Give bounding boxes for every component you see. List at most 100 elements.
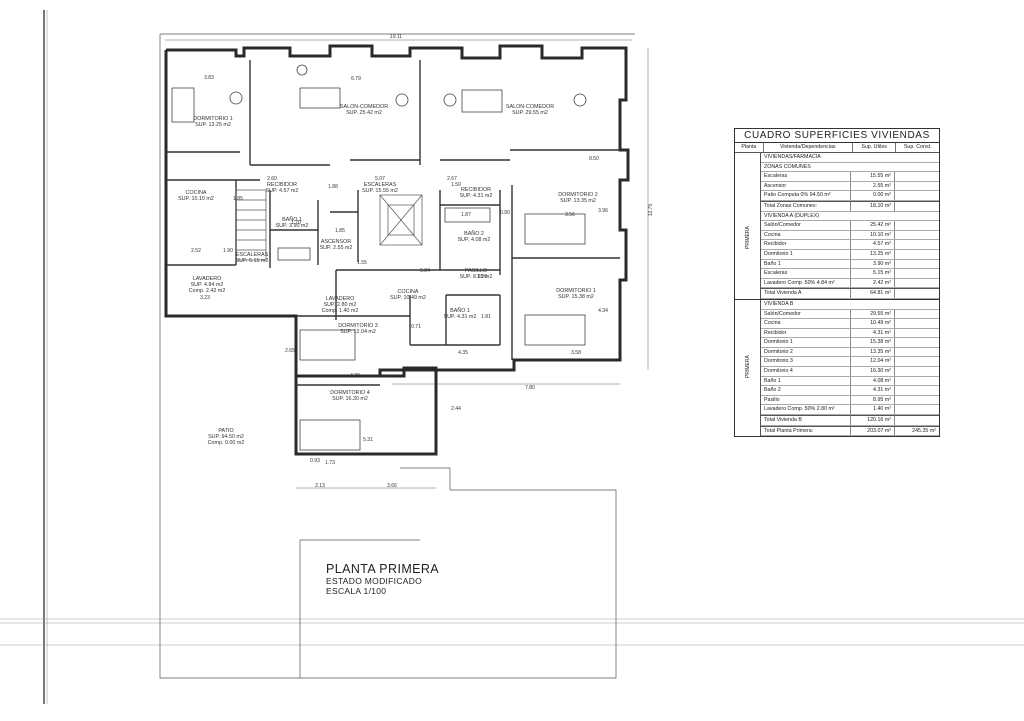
row-sup-utiles: 29.55 m² [850,309,894,319]
row-sup-utiles: 64.81 m² [850,289,894,298]
dimension-label: 3.66 [387,483,397,489]
dimension-label: 5.07 [375,176,385,182]
drawing-caption: PLANTA PRIMERA ESTADO MODIFICADO ESCALA … [326,562,439,596]
dimension-label: 3.56 [565,212,575,218]
row-label: Recibidor [764,241,787,248]
table-header-cell: Planta [735,143,764,152]
row-sup-utiles: 15.55 m² [850,172,894,181]
row-sup-const [894,289,939,298]
dimension-label: 1.20 [477,274,487,280]
room-area: SUP. 2.55 m2 [320,245,353,251]
row-sup-const [894,367,939,376]
row-sup-const [894,172,939,181]
room-name: DORMITORIO 1 [556,288,595,294]
row-sup-utiles: 12.04 m² [850,357,894,367]
table-row: VIVIENDAS/FARMACIA [761,153,939,163]
row-sup-const: 245.35 m² [894,426,939,436]
row-label: Escaleras [764,270,788,277]
row-sup-const [894,357,939,367]
interior-walls [166,60,620,386]
row-sup-const [894,386,939,395]
room-area: SUP. 25.42 m2 [346,110,382,116]
room-name: LAVADERO [193,276,222,282]
row-sup-utiles: 25.42 m² [850,221,894,230]
room-area: SUP. 13.35 m2 [560,198,596,204]
dimension-label: 1.85 [233,196,243,202]
table-row: VIVIENDA A (DUPLEX) [761,212,939,222]
row-sup-utiles: 13.35 m² [850,347,894,357]
row-sup-utiles: 4.57 m² [850,240,894,249]
dimension-label: 3.23 [200,295,210,301]
row-sup-const [894,328,939,338]
dimension-label: 6.79 [351,76,361,82]
row-label: Baño 1 [764,377,781,384]
dimension-label: 7.80 [525,385,535,391]
table-row: Salón/Comedor 29.55 m² [761,309,939,320]
row-label: Ascensor [764,182,787,189]
row-sup-const [894,376,939,386]
room-name: DORMITORIO 1 [193,116,232,122]
room-area: SUP. 13.25 m2 [195,122,231,128]
row-sup-const [894,278,939,288]
row-sup-const [894,249,939,259]
dimension-label: 1.73 [325,460,335,466]
dimension-label: 4.34 [598,308,608,314]
row-label: Salón/Comedor [764,310,801,317]
table-header-cell: Sup. Const. [903,144,932,150]
dimension-label: 1.50 [451,182,461,188]
row-sup-utiles: 0.00 m² [850,191,894,200]
row-label: ZONAS COMUNES [764,163,811,170]
row-label: Total Vivienda B [764,417,802,424]
row-sup-const [894,259,939,269]
dimension-label: 0.90 [500,210,510,216]
exterior-walls [164,44,630,456]
surfaces-table: CUADRO SUPERFICIES VIVIENDAS Planta Vivi… [734,128,940,438]
room-labels: DORMITORIO 1 SUP. 13.25 m2 SALON-COMEDOR… [178,104,598,446]
room-area: SUP. 10.10 m2 [178,196,214,202]
row-sup-utiles: 15.38 m² [850,338,894,347]
room-name: ASCENSOR [321,239,351,245]
room-name: COCINA [186,190,207,196]
dimension-label: 2.67 [447,176,457,182]
table-row: ZONAS COMUNES [761,163,939,173]
dimension-label: 4.39 [350,373,360,379]
dimension-label: 1.90 [223,248,233,254]
room-area: SUP. 4.31 m2 [444,314,477,320]
dimension-label: 0.71 [411,324,421,330]
dimension-label: 2.52 [191,248,201,254]
row-label: Dormitorio 3 [764,358,793,365]
row-sup-utiles: 3.90 m² [850,259,894,269]
caption-title: PLANTA PRIMERA [326,562,440,576]
row-label: VIVIENDA B [764,300,794,307]
room-area: SUP. 4.57 m2 [266,188,299,194]
dimension-label: 5.31 [363,437,373,443]
dimension-label: 1.81 [481,314,491,320]
room-name: SALON-COMEDOR [340,104,388,110]
row-sup-const [894,416,939,425]
room-name: PATIO [218,428,233,434]
dimension-label: 5.84 [420,268,430,274]
row-label: Total Vivienda A [764,290,802,297]
table-header-cell: Sup. Utiles [853,143,897,152]
room-name: BAÑO 2 [464,230,484,237]
row-label: Lavadero Comp. 50% 2.80 m² [764,406,835,413]
dimension-label: 2.44 [451,406,461,412]
dimension-overall-height: 12.75 [648,204,654,217]
row-sup-const [894,338,939,347]
room-name: BAÑO 1 [282,216,302,223]
table-row: Dormitorio 3 12.04 m² [761,357,939,368]
dimension-label: 3.58 [571,350,581,356]
dimension-label: 1.55 [357,260,367,266]
